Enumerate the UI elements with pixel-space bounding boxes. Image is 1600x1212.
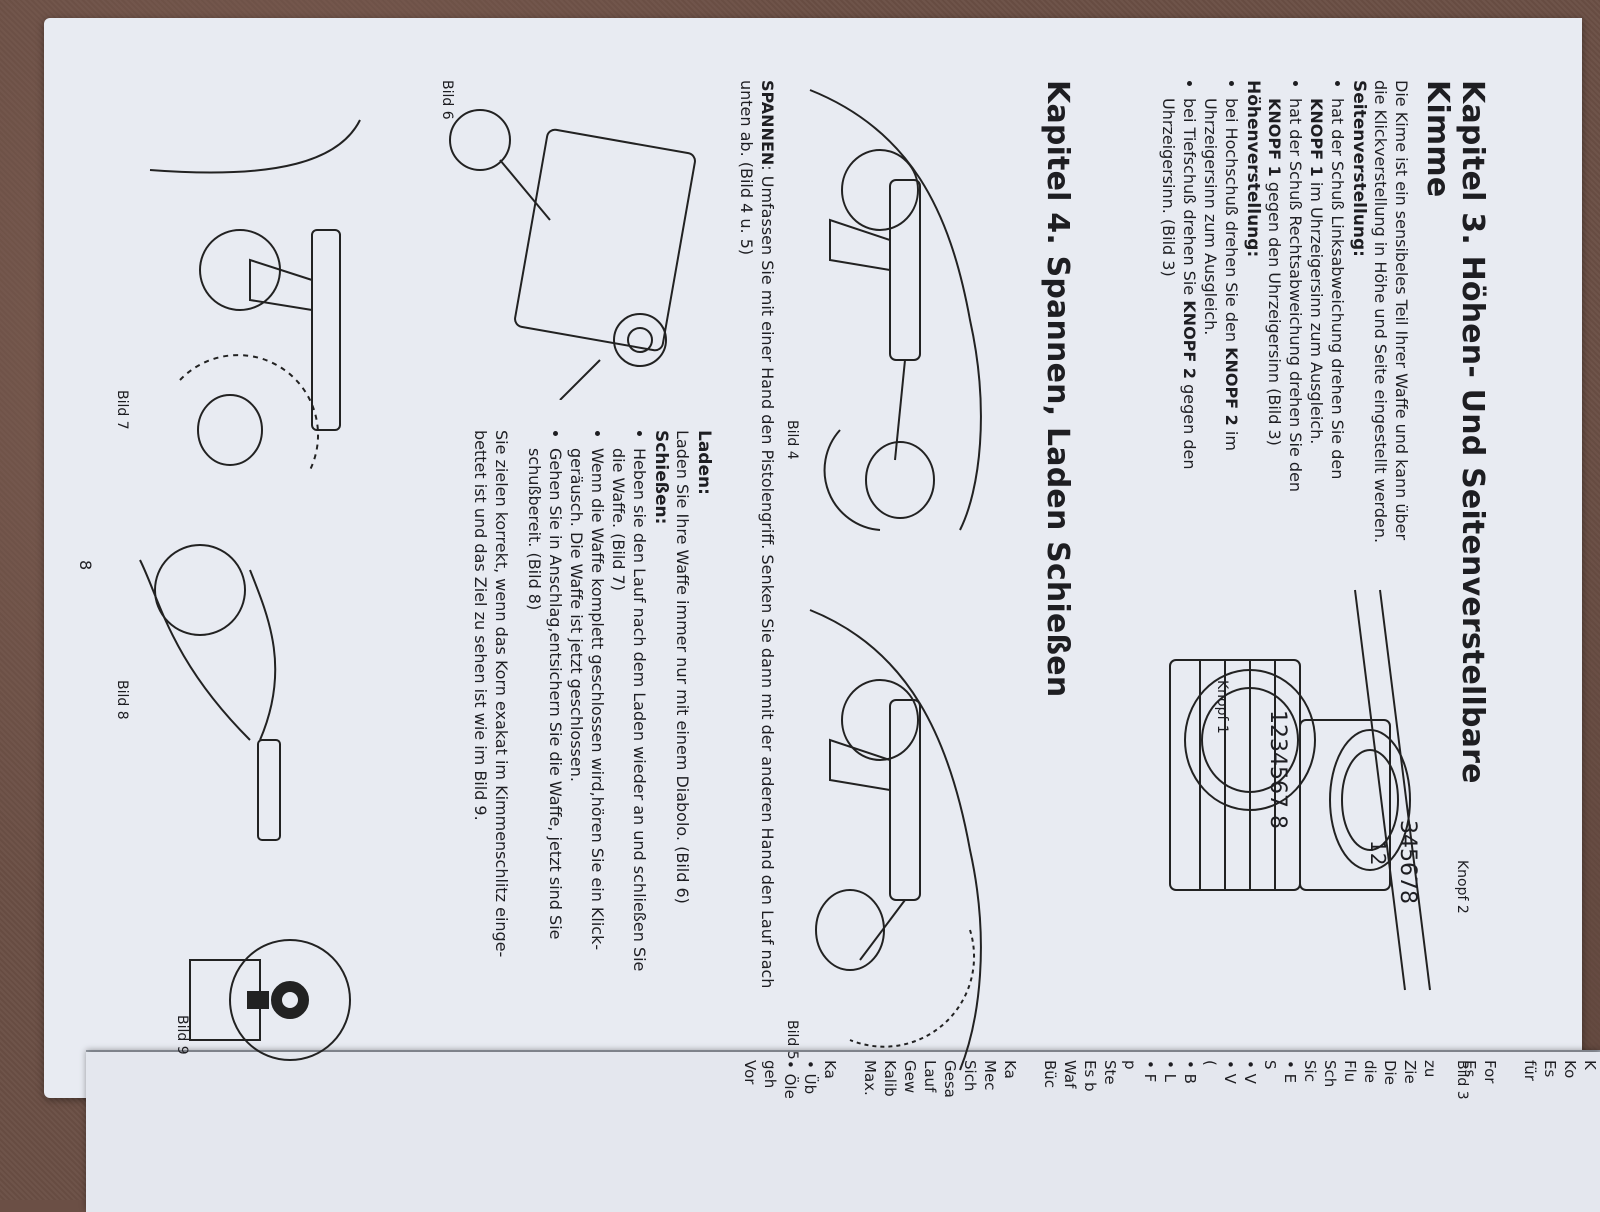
right-page-line: Vor — [741, 1060, 759, 1085]
loading-illustration-bild-6 — [449, 109, 696, 400]
right-page-line: Max. — [861, 1060, 879, 1096]
rotated-page-content: Kapitel 3. Höhen- Und Seitenverstellbare… — [60, 60, 1490, 1100]
right-page-line: • Üb — [801, 1060, 819, 1095]
dial-small-inner-digits: 12 — [1366, 840, 1390, 866]
right-page-line: die — [1361, 1060, 1379, 1083]
right-page-line — [1440, 1060, 1460, 1200]
manual-page-right — [86, 1052, 1600, 1212]
right-page-line: Ka — [1001, 1060, 1019, 1079]
zielen-line-2: bettet ist und das Ziel zu sehen ist wie… — [471, 430, 490, 821]
right-page-line: Flu — [1341, 1060, 1359, 1083]
spannen-paragraph: SPANNEN: Umfassen Sie mit einer Hand den… — [737, 80, 777, 989]
right-page-line: S — [1261, 1060, 1279, 1070]
right-page-line: Sch — [1321, 1060, 1339, 1088]
chapter-4-title: Kapitel 4. Spannen, Laden Schießen — [1040, 80, 1075, 698]
manual-page-left — [44, 18, 1582, 1098]
cocking-illustration-bild-5 — [809, 609, 982, 1071]
right-page-line: • B — [1181, 1060, 1199, 1084]
list-item: Wenn die Waffe komplett geschlossen wird… — [566, 448, 608, 1080]
right-page-line — [1500, 1060, 1520, 1200]
right-page-line: Es — [1541, 1060, 1559, 1078]
right-page-line: geh — [761, 1060, 779, 1089]
right-page-line: Die — [1381, 1060, 1399, 1085]
right-page-line: Kalib — [881, 1060, 899, 1097]
dial-small-digits: 345678 — [1395, 820, 1420, 904]
right-page-line: für — [1521, 1060, 1539, 1081]
bild-9-caption: Bild 9 — [174, 1015, 190, 1055]
right-page-line: Es b — [1081, 1060, 1099, 1092]
list-item: Gehen Sie in Anschlag,entsichern Sie die… — [524, 448, 566, 1080]
list-item: Heben sie den Lauf nach dem Laden wieder… — [608, 448, 650, 1080]
schiessen-list: Heben sie den Lauf nach dem Laden wieder… — [524, 430, 650, 1080]
dial-large-digits: 1234567 8 — [1265, 710, 1290, 829]
right-page-line: • V — [1241, 1060, 1259, 1084]
bild-4-caption: Bild 4 — [784, 420, 800, 460]
right-page-line: Büc — [1041, 1060, 1059, 1089]
right-page-line: Ste — [1101, 1060, 1119, 1085]
laden-schiessen-section: Laden: Laden Sie Ihre Waffe immer nur mi… — [470, 430, 715, 1080]
aiming-illustration-bild-8 — [139, 544, 281, 841]
right-page-line: Ka — [821, 1060, 839, 1079]
right-page-line: ( — [1201, 1060, 1219, 1066]
bild-6-caption: Bild 6 — [439, 80, 455, 120]
bild-5-caption: Bild 5 — [784, 1020, 800, 1060]
right-page-line: Sich — [961, 1060, 979, 1092]
sight-picture-illustration-bild-9 — [189, 939, 351, 1061]
right-page-line: Zie — [1401, 1060, 1419, 1084]
bild-7-caption: Bild 7 — [114, 390, 130, 430]
right-page-line: • V — [1221, 1060, 1239, 1084]
right-page-line: Lauf — [921, 1060, 939, 1093]
schiessen-heading: Schießen: — [651, 430, 671, 525]
right-page-line: K — [1581, 1060, 1599, 1070]
right-page-line: • Öle — [781, 1060, 799, 1099]
right-page-line: • F — [1141, 1060, 1159, 1083]
laden-text: Laden Sie Ihre Waffe immer nur mit einem… — [673, 430, 692, 904]
right-page-line: • L — [1161, 1060, 1179, 1082]
right-page-line — [840, 1060, 860, 1200]
right-page-line — [1020, 1060, 1040, 1200]
laden-heading: Laden: — [694, 430, 714, 495]
closing-illustration-bild-7 — [149, 119, 361, 471]
right-page-line: Mec — [981, 1060, 999, 1091]
right-page-line: Waf — [1061, 1060, 1079, 1089]
zielen-line-1: Sie zielen korrekt, wenn das Korn exakat… — [492, 430, 511, 958]
right-page-line: Gesa — [941, 1060, 959, 1098]
right-page-line: Sic — [1301, 1060, 1319, 1082]
cocking-illustration-bild-4 — [809, 89, 982, 531]
right-page-line: zu — [1421, 1060, 1439, 1078]
page-number: 8 — [76, 560, 95, 571]
knopf-2-label: Knopf 2 — [1454, 860, 1470, 914]
right-page-line: p — [1121, 1060, 1139, 1070]
bild-8-caption: Bild 8 — [114, 680, 130, 720]
right-page-line: Es — [1461, 1060, 1479, 1078]
right-page-line: • E — [1281, 1060, 1299, 1084]
right-page-line: Ko — [1561, 1060, 1579, 1079]
right-page-line: For — [1481, 1060, 1499, 1084]
rear-sight-illustration — [1169, 589, 1431, 991]
right-page-line: Gew — [901, 1060, 919, 1094]
knopf-1-label: Knopf 1 — [1214, 680, 1230, 734]
